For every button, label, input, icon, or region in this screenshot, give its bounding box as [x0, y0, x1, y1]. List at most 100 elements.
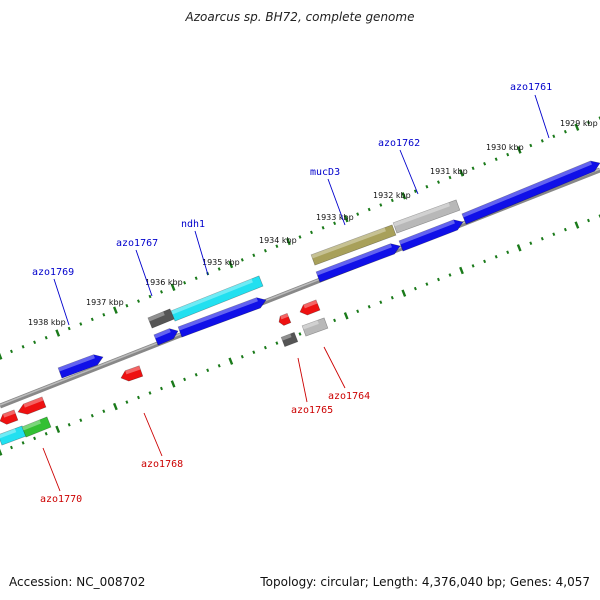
outer-tick-mark — [459, 169, 464, 177]
inner-tick-mark — [137, 395, 140, 400]
outer-tick-mark — [540, 139, 544, 143]
reverse-gene-label: azo1768 — [141, 459, 183, 470]
forward-gene-label: azo1767 — [116, 238, 158, 249]
inner-tick-mark — [206, 368, 210, 373]
gene-azo1765-red-shape — [278, 312, 292, 326]
outer-tick-mark — [552, 134, 556, 139]
inner-tick-mark — [413, 286, 417, 291]
outer-tick-mark — [67, 326, 71, 331]
gene-azo1761-shape — [461, 160, 600, 225]
inner-tick-mark — [483, 259, 487, 264]
outer-tick-mark — [194, 276, 198, 280]
gene-forward-a-highlight — [316, 243, 392, 276]
gene-ndh1-highlight — [170, 278, 253, 315]
inner-tick-mark — [448, 273, 452, 277]
outer-tick-mark — [275, 244, 279, 248]
gene-forward-d-highlight — [153, 328, 171, 339]
gene-azo1764-body — [301, 317, 329, 337]
outer-tick-mark — [33, 340, 37, 345]
gene-forward-e-body — [57, 354, 104, 379]
gene-azo1767-highlight — [147, 311, 165, 322]
inner-tick-mark — [228, 357, 234, 365]
forward-label-leader — [399, 149, 419, 195]
gene-labels: azo1761azo1762mucD3ndh1azo1767azo1769azo… — [32, 82, 552, 505]
inner-tick-mark — [67, 423, 71, 427]
gene-forward-d-body — [153, 328, 179, 346]
inner-tick-mark — [563, 227, 567, 232]
gene-azo1765-shape — [280, 331, 299, 348]
scale-label: 1933 kbp — [316, 213, 354, 222]
inner-tick-mark — [217, 364, 221, 368]
scale-label: 1938 kbp — [28, 318, 66, 327]
inner-tick-mark — [379, 300, 383, 304]
reverse-gene-label: azo1764 — [328, 391, 370, 402]
outer-tick-mark — [494, 157, 498, 161]
outer-tick-mark — [102, 313, 106, 317]
forward-label-leader — [327, 178, 346, 226]
gene-azo1765-red — [278, 312, 292, 326]
gene-forward-b-shape — [398, 219, 464, 252]
inner-tick-mark — [516, 244, 522, 252]
inner-tick-mark — [113, 402, 118, 411]
accession-text: Accession: NC_008702 — [9, 575, 146, 589]
gene-azo1764-shape — [301, 317, 329, 337]
gene-forward-c-body — [177, 297, 267, 338]
scale-label: 1935 kbp — [202, 258, 240, 267]
gene-ndh1-body — [170, 275, 264, 322]
gene-features — [0, 160, 600, 446]
outer-tick-mark — [401, 192, 407, 200]
outer-tick-mark — [390, 198, 394, 203]
outer-tick-mark — [413, 189, 417, 193]
outer-tick-mark — [529, 143, 533, 148]
scale-label: 1937 kbp — [86, 298, 124, 307]
gene-azo1762-body — [392, 199, 461, 234]
reverse-gene-label: azo1765 — [291, 405, 333, 416]
gene-forward-c-shape — [177, 297, 267, 338]
gene-forward-c-highlight — [178, 297, 258, 331]
gene-mucD3-body — [310, 224, 397, 266]
gene-azo1768-body — [120, 365, 144, 382]
inner-tick-mark — [183, 377, 187, 382]
inner-tick-mark — [125, 400, 129, 404]
inner-tick-mark — [148, 391, 152, 395]
inner-tick-mark — [160, 386, 163, 391]
gene-azo1764-red — [299, 299, 321, 316]
outer-tick-dots — [0, 116, 600, 360]
outer-tick-mark — [90, 317, 94, 322]
reverse-gene-label: azo1770 — [40, 494, 82, 505]
gene-reverse-a-shape — [17, 396, 47, 415]
inner-tick-mark — [0, 448, 3, 456]
outer-tick-mark — [125, 303, 129, 308]
inner-tick-mark — [21, 441, 25, 445]
outer-tick-mark — [367, 207, 371, 212]
scale-label: 1931 kbp — [430, 167, 468, 176]
outer-tick-mark — [425, 184, 429, 189]
gene-mucD3-shape — [310, 224, 397, 266]
gene-azo1764-red-shape — [299, 299, 321, 316]
gene-azo1767 — [147, 308, 175, 329]
inner-tick-mark — [263, 345, 267, 350]
inner-tick-mark — [333, 318, 337, 323]
outer-tick-mark — [516, 146, 522, 154]
gene-azo1768-shape — [120, 365, 144, 382]
outer-tick-mark — [113, 306, 118, 314]
gene-azo1764-red-body — [299, 299, 321, 316]
outer-tick-mark — [170, 283, 176, 291]
gene-ndh1 — [170, 275, 264, 322]
scale-label: 1929 kbp — [560, 119, 598, 128]
gene-reverse-c-highlight — [21, 419, 41, 431]
reverse-label-leader — [323, 346, 346, 389]
inner-tick-mark — [275, 341, 279, 345]
inner-tick-mark — [10, 445, 13, 450]
gene-azo1764 — [301, 317, 329, 337]
outer-tick-mark — [228, 260, 234, 269]
outer-tick-mark — [321, 226, 325, 230]
gene-forward-d-shape — [153, 328, 179, 346]
outer-tick-mark — [286, 237, 291, 246]
inner-tick-mark — [552, 232, 556, 236]
gene-forward-b-body — [398, 219, 464, 252]
forward-label-leader — [194, 230, 209, 276]
inner-tick-mark — [587, 218, 590, 223]
